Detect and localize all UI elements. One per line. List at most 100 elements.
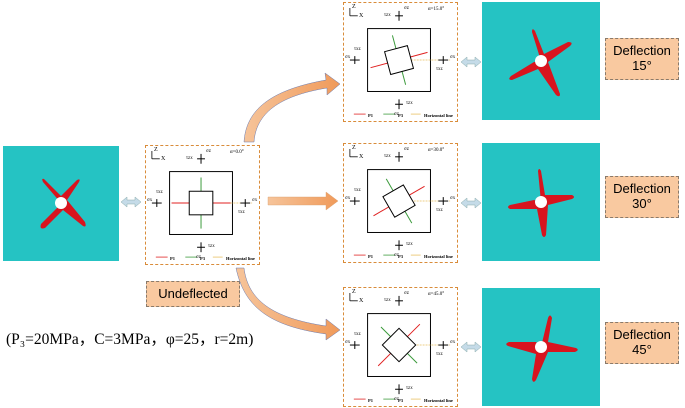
stress-diagram-svg xyxy=(151,150,253,258)
tau-zx-bottom: τzx xyxy=(406,101,413,106)
deflection-45-tag: Deflection 45° xyxy=(605,322,679,364)
tau-xz-right: τxz xyxy=(436,352,443,357)
double-arrow-undeflected xyxy=(120,196,142,208)
stress-diagram-svg xyxy=(349,148,451,256)
axis-x-label: X xyxy=(359,13,364,19)
failure-zone-15-svg xyxy=(509,29,572,97)
legend-p1-label: P1 xyxy=(368,398,373,403)
failure-zone-45-svg xyxy=(506,315,578,382)
alpha-label: α=45.0° xyxy=(428,292,445,297)
legend-p1-label: P1 xyxy=(170,256,175,261)
arrow-to-30 xyxy=(267,191,339,211)
sigma-z-bottom: σz xyxy=(394,112,399,117)
legend-p3-label: P3 xyxy=(398,254,403,259)
tau-xz-right: τxz xyxy=(436,208,443,213)
inner-element xyxy=(383,44,415,76)
tau-xz-left: τxz xyxy=(354,332,361,337)
stress-diagram-svg xyxy=(349,292,451,400)
rotated-element xyxy=(373,178,425,224)
tau-zx-top: τzx xyxy=(384,298,391,303)
sigma-x-right: σx xyxy=(450,196,456,201)
sigma-z-bottom: σz xyxy=(394,253,399,258)
inner-element xyxy=(382,184,416,218)
deflection-word: Deflection xyxy=(613,43,671,59)
sigma-x-left: σx xyxy=(147,198,153,203)
outer-square xyxy=(367,28,431,92)
legend-p3-label: P3 xyxy=(398,113,403,118)
simulation-deflection-45 xyxy=(482,288,600,406)
undeflected-label: Undeflected xyxy=(158,285,228,301)
simulation-deflection-30 xyxy=(482,143,600,261)
deflection-angle: 30° xyxy=(632,196,652,211)
axis-z-label: Z xyxy=(352,289,356,295)
double-arrow-30 xyxy=(460,197,482,209)
sigma-z-bottom: σz xyxy=(394,397,399,402)
tau-zx-top: τzx xyxy=(384,13,391,18)
legend-p1-label: P1 xyxy=(368,254,373,259)
legend-p3-label: P3 xyxy=(398,398,403,403)
inner-element xyxy=(381,327,417,363)
sigma-z-top: σz xyxy=(404,291,409,296)
double-arrow-45 xyxy=(460,341,482,353)
tau-zx-top: τzx xyxy=(384,154,391,159)
deflection-15-tag: Deflection 15° xyxy=(605,38,679,80)
legend-horizontal-label: Horizontal line xyxy=(424,254,453,259)
deflection-30-tag: Deflection 30° xyxy=(605,176,679,218)
sigma-z-bottom: σz xyxy=(196,255,201,260)
axis-x-label: X xyxy=(359,154,364,160)
legend-p3-label: P3 xyxy=(200,256,205,261)
tunnel-opening xyxy=(535,55,547,67)
axis-x-label: X xyxy=(359,298,364,304)
legend-horizontal-label: Horizontal line xyxy=(424,398,453,403)
tau-xz-left: τxz xyxy=(156,190,163,195)
outer-square xyxy=(367,169,431,233)
sigma-x-left: σx xyxy=(345,55,351,60)
legend-horizontal-label: Horizontal line xyxy=(424,113,453,118)
sigma-z-top: σz xyxy=(404,147,409,152)
tau-zx-bottom: τzx xyxy=(406,386,413,391)
alpha-label: α=30.0° xyxy=(428,148,445,153)
failure-zone-undeflected-svg xyxy=(40,178,86,229)
tau-zx-bottom: τzx xyxy=(406,242,413,247)
sigma-x-right: σx xyxy=(450,340,456,345)
tunnel-opening xyxy=(55,197,67,209)
rotated-element xyxy=(370,35,428,85)
deflection-word: Deflection xyxy=(613,327,671,343)
tau-zx-top: τzx xyxy=(186,156,193,161)
axis-x-label: X xyxy=(161,156,166,162)
sigma-x-left: σx xyxy=(345,340,351,345)
sigma-x-left: σx xyxy=(345,196,351,201)
stress-diagram-svg xyxy=(349,7,451,115)
tunnel-opening xyxy=(535,341,547,353)
rotated-element xyxy=(171,177,231,229)
tau-xz-right: τxz xyxy=(238,210,245,215)
alpha-label: α=15.0° xyxy=(428,7,445,12)
arrow-to-15 xyxy=(243,72,341,143)
failure-zone-30-svg xyxy=(508,169,574,237)
sigma-x-right: σx xyxy=(252,198,258,203)
axis-z-label: Z xyxy=(154,147,158,153)
sigma-z-top: σz xyxy=(206,149,211,154)
legend-p1-label: P1 xyxy=(368,113,373,118)
tau-xz-left: τxz xyxy=(354,47,361,52)
parameters-text: (P₃=20MPa，C=3MPa，φ=25，r=2m) xyxy=(6,331,254,348)
axis-z-label: Z xyxy=(352,4,356,10)
tau-xz-left: τxz xyxy=(354,188,361,193)
sigma-z-top: σz xyxy=(404,6,409,11)
inner-element xyxy=(188,190,214,216)
double-arrow-15 xyxy=(460,56,482,68)
axis-z-label: Z xyxy=(352,145,356,151)
undeflected-tag: Undeflected xyxy=(146,281,240,307)
simulation-deflection-15 xyxy=(482,2,600,120)
tunnel-opening xyxy=(535,196,547,208)
simulation-undeflected xyxy=(3,146,119,261)
tau-zx-bottom: τzx xyxy=(208,244,215,249)
alpha-label: α=0.0° xyxy=(230,150,244,155)
deflection-angle: 45° xyxy=(632,342,652,357)
sigma-x-right: σx xyxy=(450,55,456,60)
